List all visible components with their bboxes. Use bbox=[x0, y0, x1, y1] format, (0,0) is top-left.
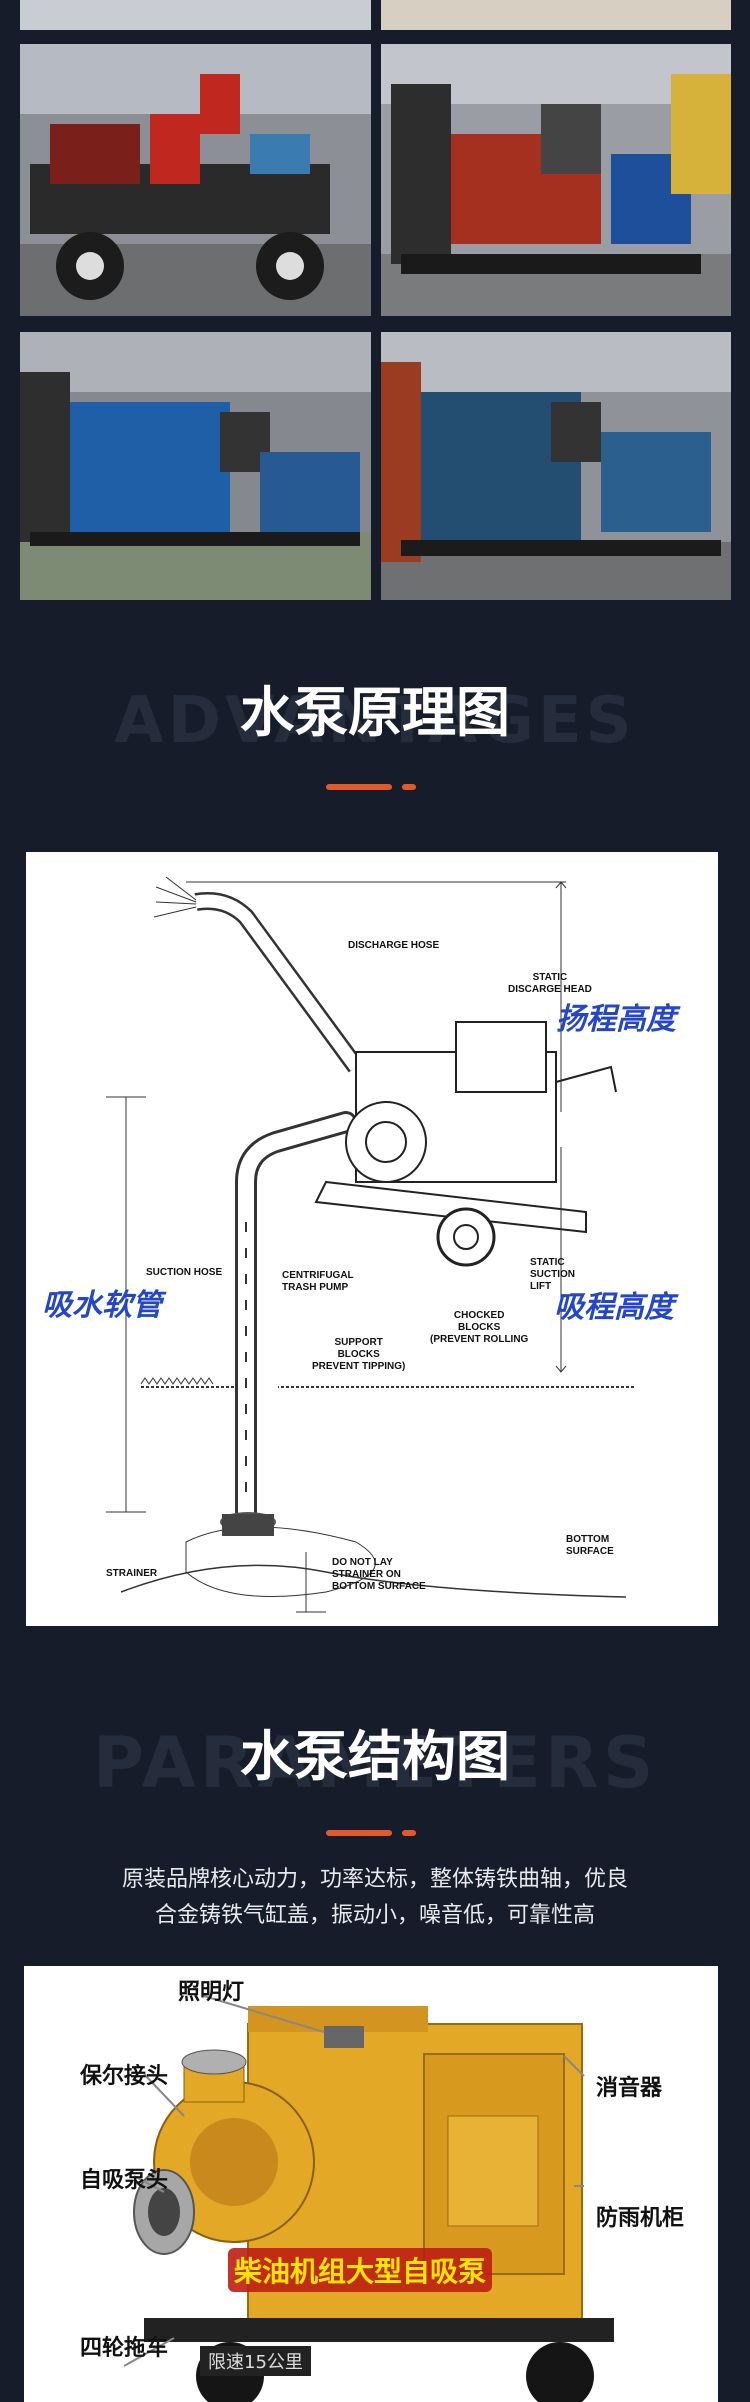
label-trailer: 四轮拖车 bbox=[80, 2335, 169, 2361]
label-discharge-hose: DISCHARGE HOSE bbox=[348, 940, 440, 951]
title-underline-long-2 bbox=[326, 1830, 392, 1836]
label-strainer: STRAINER bbox=[106, 1568, 158, 1579]
section-ghost-text: ADVANTAGES bbox=[114, 684, 636, 758]
pump-principle-diagram: DISCHARGE HOSE STATIC DISCARGE HEAD 扬程高度… bbox=[26, 852, 718, 1626]
product-banner: 柴油机组大型自吸泵 bbox=[228, 2248, 493, 2292]
label-static-suction: STATIC SUCTION LIFT bbox=[530, 1257, 575, 1292]
label-centrifugal: CENTRIFUGAL TRASH PUMP bbox=[282, 1270, 354, 1293]
photo-trailer-pump-red bbox=[20, 44, 371, 316]
photo-blue-engine-multistage-pump bbox=[20, 332, 371, 600]
label-static-head: STATIC DISCARGE HEAD bbox=[508, 972, 592, 995]
pump-structure-diagram: 照明灯 保尔接头 消音器 自吸泵头 防雨机柜 四轮拖车 柴油机组大型自吸泵 限速… bbox=[24, 1966, 718, 2402]
section-title-structure: 水泵结构图 bbox=[240, 1725, 510, 1788]
label-bottom-surface: BOTTOM SURFACE bbox=[566, 1534, 614, 1557]
photo-engine-blue-pump bbox=[381, 44, 731, 316]
structure-description-line-1: 原装品牌核心动力，功率达标，整体铸铁曲轴，优良 bbox=[121, 1867, 628, 1892]
label-light: 照明灯 bbox=[178, 1979, 245, 2005]
title-underline-short-2 bbox=[402, 1830, 416, 1836]
label-coupling: 保尔接头 bbox=[80, 2063, 169, 2089]
section-title-principle: 水泵原理图 bbox=[240, 681, 510, 744]
label-canopy: 防雨机柜 bbox=[596, 2205, 685, 2231]
label-support-blocks: SUPPORT BLOCKS PREVENT TIPPING) bbox=[312, 1337, 406, 1372]
photo-top-right-partial bbox=[381, 0, 731, 30]
label-chocked-blocks: CHOCKED BLOCKS (PREVENT ROLLING bbox=[430, 1310, 529, 1345]
title-underline-long bbox=[326, 784, 392, 790]
structure-description-line-2: 合金铸铁气缸盖，振动小，噪音低，可靠性高 bbox=[154, 1903, 595, 1928]
title-underline-short bbox=[402, 784, 416, 790]
label-muffler: 消音器 bbox=[596, 2075, 663, 2101]
label-head-cn: 扬程高度 bbox=[556, 1002, 676, 1037]
label-suction-hose-cn: 吸水软管 bbox=[42, 1288, 162, 1323]
speed-limit-plate: 限速15公里 bbox=[200, 2346, 311, 2376]
photo-engine-split-case-pump bbox=[381, 332, 731, 600]
label-suction-hose: SUCTION HOSE bbox=[146, 1267, 223, 1278]
section-ghost-text-2: PARAMETERS bbox=[92, 1722, 658, 1804]
label-suction-lift-cn: 吸程高度 bbox=[554, 1290, 674, 1325]
label-pump-head: 自吸泵头 bbox=[80, 2167, 169, 2193]
label-do-not-lay: DO NOT LAY STRAINER ON BOTTOM SURFACE bbox=[332, 1557, 426, 1592]
photo-top-left-partial bbox=[20, 0, 371, 30]
